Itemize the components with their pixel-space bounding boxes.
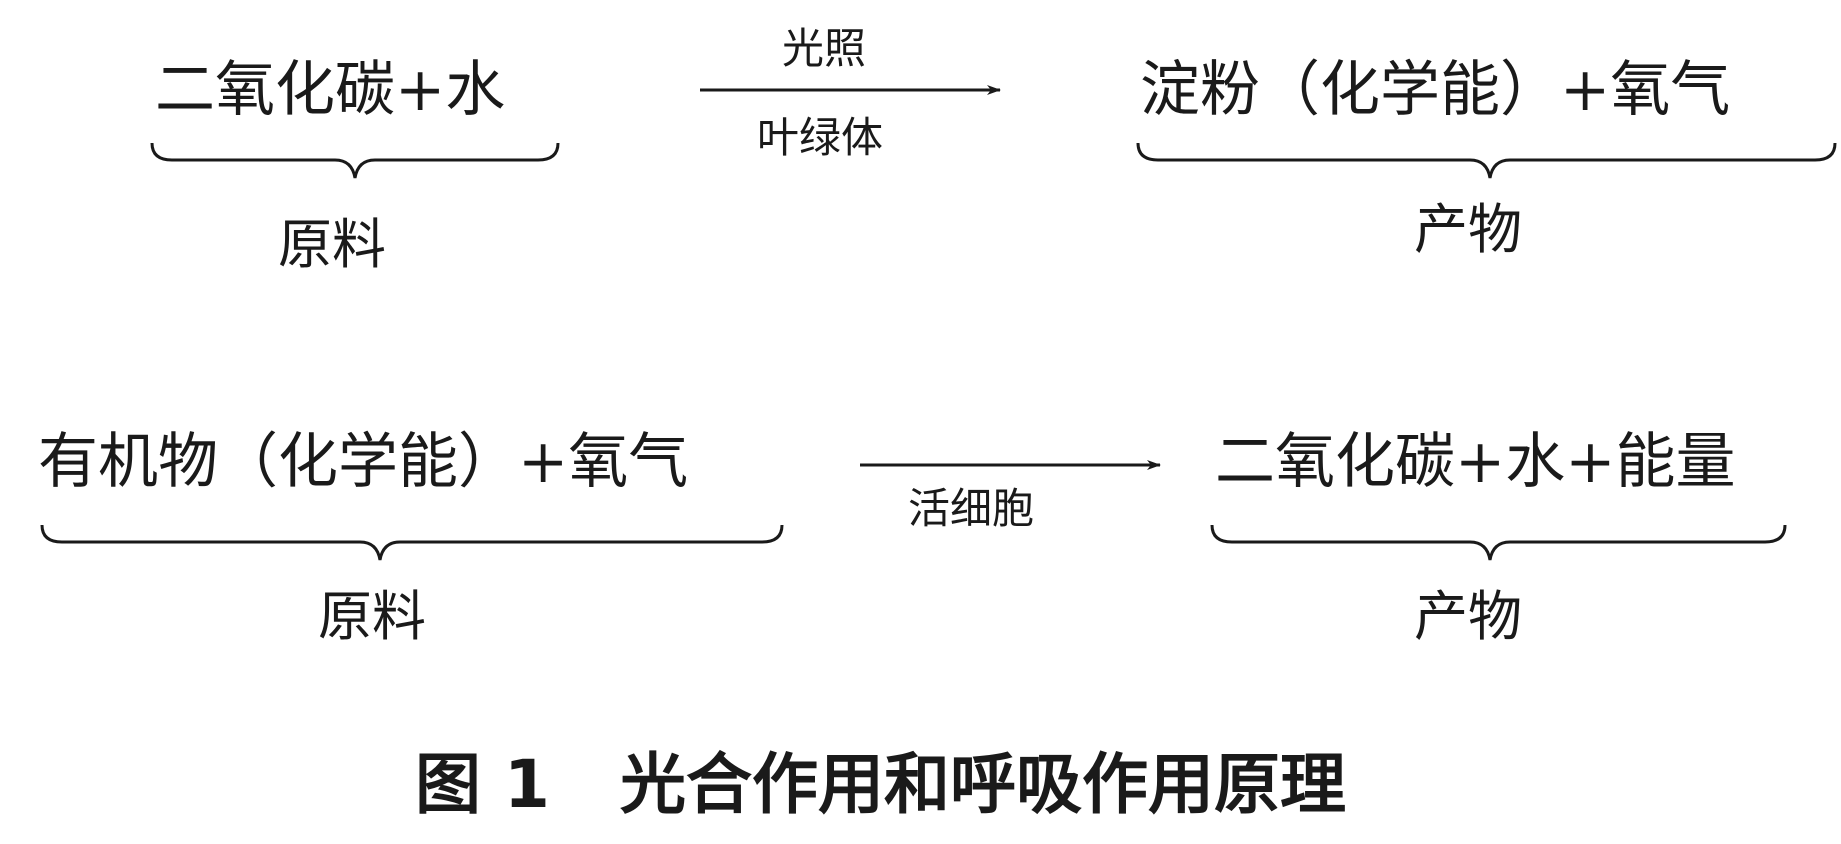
reaction-2-reactants-label: 原料 bbox=[318, 585, 426, 648]
reaction-1-reactants: 二氧化碳+水 bbox=[155, 55, 506, 125]
reaction-2-reactants: 有机物（化学能）+氧气 bbox=[38, 427, 689, 497]
reaction-1-reactants-brace bbox=[150, 142, 560, 179]
reaction-2-products: 二氧化碳+水+能量 bbox=[1215, 427, 1736, 497]
reaction-2-condition-bottom: 活细胞 bbox=[908, 484, 1035, 533]
figure-number: 图 1 bbox=[415, 746, 550, 823]
reaction-2-products-label: 产物 bbox=[1414, 585, 1522, 648]
reaction-2-reactants-brace bbox=[40, 524, 784, 561]
reaction-1-products-brace bbox=[1136, 142, 1837, 179]
reaction-1-products-label: 产物 bbox=[1414, 198, 1522, 261]
reaction-2-products-brace bbox=[1210, 524, 1787, 561]
reaction-1-condition-bottom: 叶绿体 bbox=[757, 113, 884, 162]
reaction-1-condition-top: 光照 bbox=[782, 24, 867, 73]
figure-title: 光合作用和呼吸作用原理 bbox=[620, 746, 1346, 823]
reaction-1-products: 淀粉（化学能）+氧气 bbox=[1140, 55, 1731, 125]
reaction-1-reactants-label: 原料 bbox=[278, 213, 386, 276]
